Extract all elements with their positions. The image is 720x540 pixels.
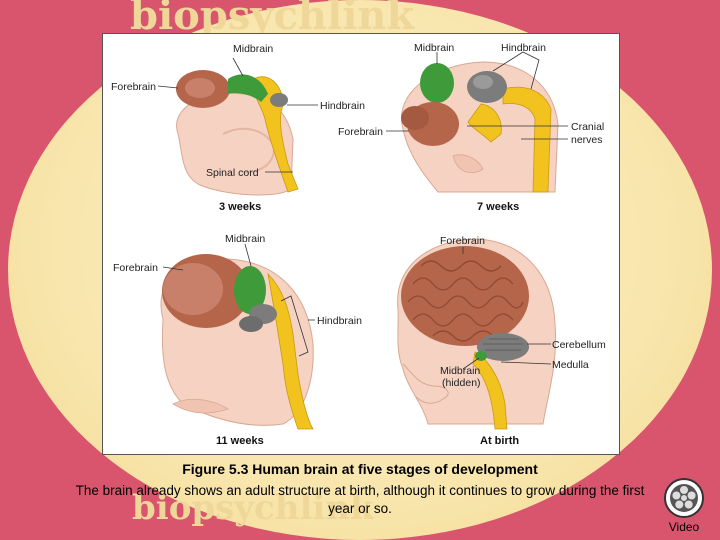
label-medulla: Medulla (552, 359, 589, 371)
label-cranial-nerves: nerves (571, 134, 603, 146)
label-midbrain: Midbrain (414, 42, 454, 54)
label-midbrain-hidden: Midbrain (440, 365, 480, 377)
label-midbrain: Midbrain (225, 233, 265, 245)
figure-caption-title: Figure 5.3 Human brain at five stages of… (182, 461, 538, 477)
stage-label-7-weeks: 7 weeks (477, 201, 519, 213)
stage-label-at-birth: At birth (480, 435, 519, 447)
film-reel-icon (664, 478, 704, 518)
label-cranial-nerves: Cranial (571, 121, 604, 133)
panel-3-weeks: Midbrain Forebrain Hindbrain Spinal cord… (111, 43, 365, 213)
panel-at-birth: Forebrain Cerebellum Medulla Midbrain (h… (397, 235, 606, 447)
stage-label-11-weeks: 11 weeks (216, 435, 264, 447)
label-hindbrain: Hindbrain (320, 100, 365, 112)
label-forebrain: Forebrain (111, 81, 156, 93)
figure-panel: Midbrain Forebrain Hindbrain Spinal cord… (102, 33, 620, 455)
video-label: Video (668, 520, 700, 534)
label-spinal-cord: Spinal cord (206, 167, 259, 179)
video-button[interactable]: Video (660, 476, 708, 534)
label-midbrain: Midbrain (233, 43, 273, 55)
label-cerebellum: Cerebellum (552, 339, 606, 351)
label-hindbrain: Hindbrain (501, 42, 546, 54)
label-forebrain: Forebrain (338, 126, 383, 138)
label-hindbrain: Hindbrain (317, 315, 362, 327)
panel-11-weeks: Midbrain Forebrain Hindbrain 11 weeks (113, 233, 362, 447)
figure-caption-text: The brain already shows an adult structu… (75, 483, 645, 516)
stage-label-3-weeks: 3 weeks (219, 201, 261, 213)
label-midbrain-hidden: (hidden) (442, 377, 481, 389)
panel-7-weeks: Midbrain Hindbrain Forebrain Cranial ner… (338, 42, 604, 213)
label-forebrain: Forebrain (440, 235, 485, 247)
label-forebrain: Forebrain (113, 262, 158, 274)
brain-development-illustration: Midbrain Forebrain Hindbrain Spinal cord… (111, 42, 606, 447)
